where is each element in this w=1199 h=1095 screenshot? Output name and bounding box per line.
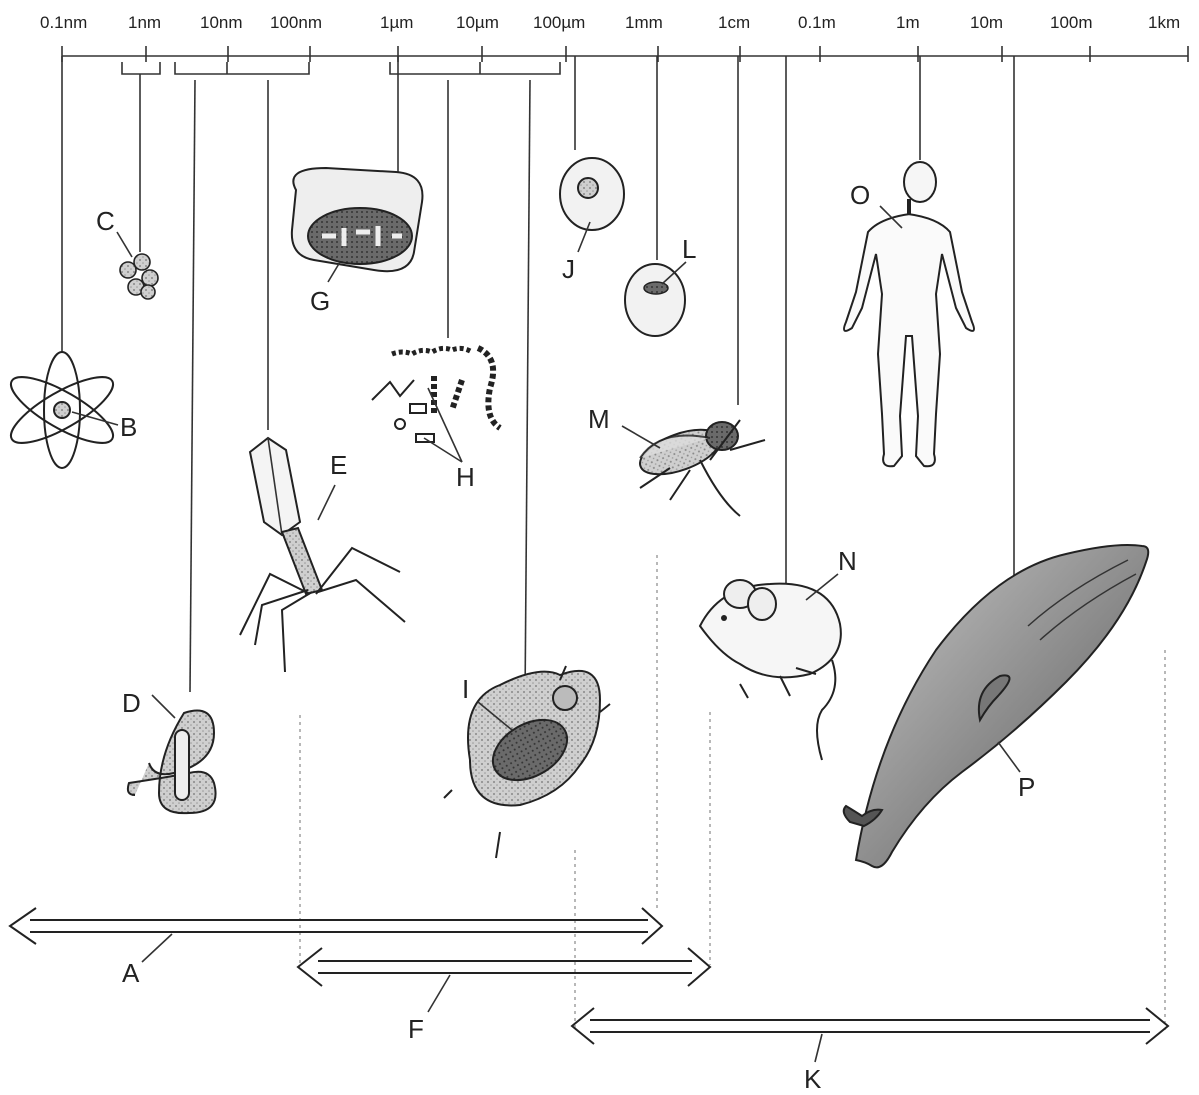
- tick-label: 10m: [970, 13, 1003, 32]
- label-j: J: [562, 254, 575, 284]
- label-i: I: [462, 674, 469, 704]
- mitochondrion-illustration: G: [292, 168, 423, 316]
- tick-marks: [62, 46, 1188, 62]
- label-p: P: [1018, 772, 1035, 802]
- label-k: K: [804, 1064, 822, 1094]
- range-brackets: [122, 62, 560, 82]
- tick-label: 1mm: [625, 13, 663, 32]
- bracket-c: [122, 62, 160, 82]
- label-n: N: [838, 546, 857, 576]
- bacteriophage-illustration: E: [240, 438, 405, 672]
- tick-label: 1m: [896, 13, 920, 32]
- label-h: H: [456, 462, 475, 492]
- tick-label: 1nm: [128, 13, 161, 32]
- range-arrow-k: K: [572, 1008, 1168, 1094]
- label-f: F: [408, 1014, 424, 1044]
- atom-illustration: B: [3, 352, 138, 468]
- scale-axis: 0.1nm 1nm 10nm 100nm 1µm 10µm 100µm 1mm …: [40, 13, 1188, 62]
- label-b: B: [120, 412, 137, 442]
- tick-label: 10nm: [200, 13, 243, 32]
- tick-label: 0.1nm: [40, 13, 87, 32]
- plant-cell-illustration: I: [444, 666, 610, 858]
- bracket-h-i: [390, 62, 560, 74]
- range-arrow-f: F: [298, 948, 710, 1044]
- egg-cell-illustration: L: [625, 234, 696, 336]
- tick-label: 1µm: [380, 13, 413, 32]
- tick-label: 100nm: [270, 13, 322, 32]
- tick-label: 10µm: [456, 13, 499, 32]
- tick-label: 100µm: [533, 13, 585, 32]
- bracket-d-e: [175, 62, 309, 74]
- range-arrow-a: A: [10, 908, 662, 988]
- drop-lines: [62, 56, 1014, 700]
- tick-label: 100m: [1050, 13, 1093, 32]
- label-a: A: [122, 958, 140, 988]
- mouse-illustration: N: [700, 546, 857, 760]
- molecule-illustration: C: [96, 206, 158, 299]
- tick-label: 1cm: [718, 13, 750, 32]
- protein-illustration: D: [122, 688, 216, 813]
- tick-label: 0.1m: [798, 13, 836, 32]
- label-c: C: [96, 206, 115, 236]
- label-d: D: [122, 688, 141, 718]
- label-g: G: [310, 286, 330, 316]
- label-m: M: [588, 404, 610, 434]
- bacteria-illustration: H: [372, 348, 500, 492]
- label-e: E: [330, 450, 347, 480]
- human-illustration: O: [844, 162, 974, 466]
- whale-illustration: P: [844, 545, 1149, 867]
- label-o: O: [850, 180, 870, 210]
- fly-illustration: M: [588, 404, 765, 516]
- label-l: L: [682, 234, 696, 264]
- tick-label: 1km: [1148, 13, 1180, 32]
- animal-cell-illustration: J: [560, 158, 624, 284]
